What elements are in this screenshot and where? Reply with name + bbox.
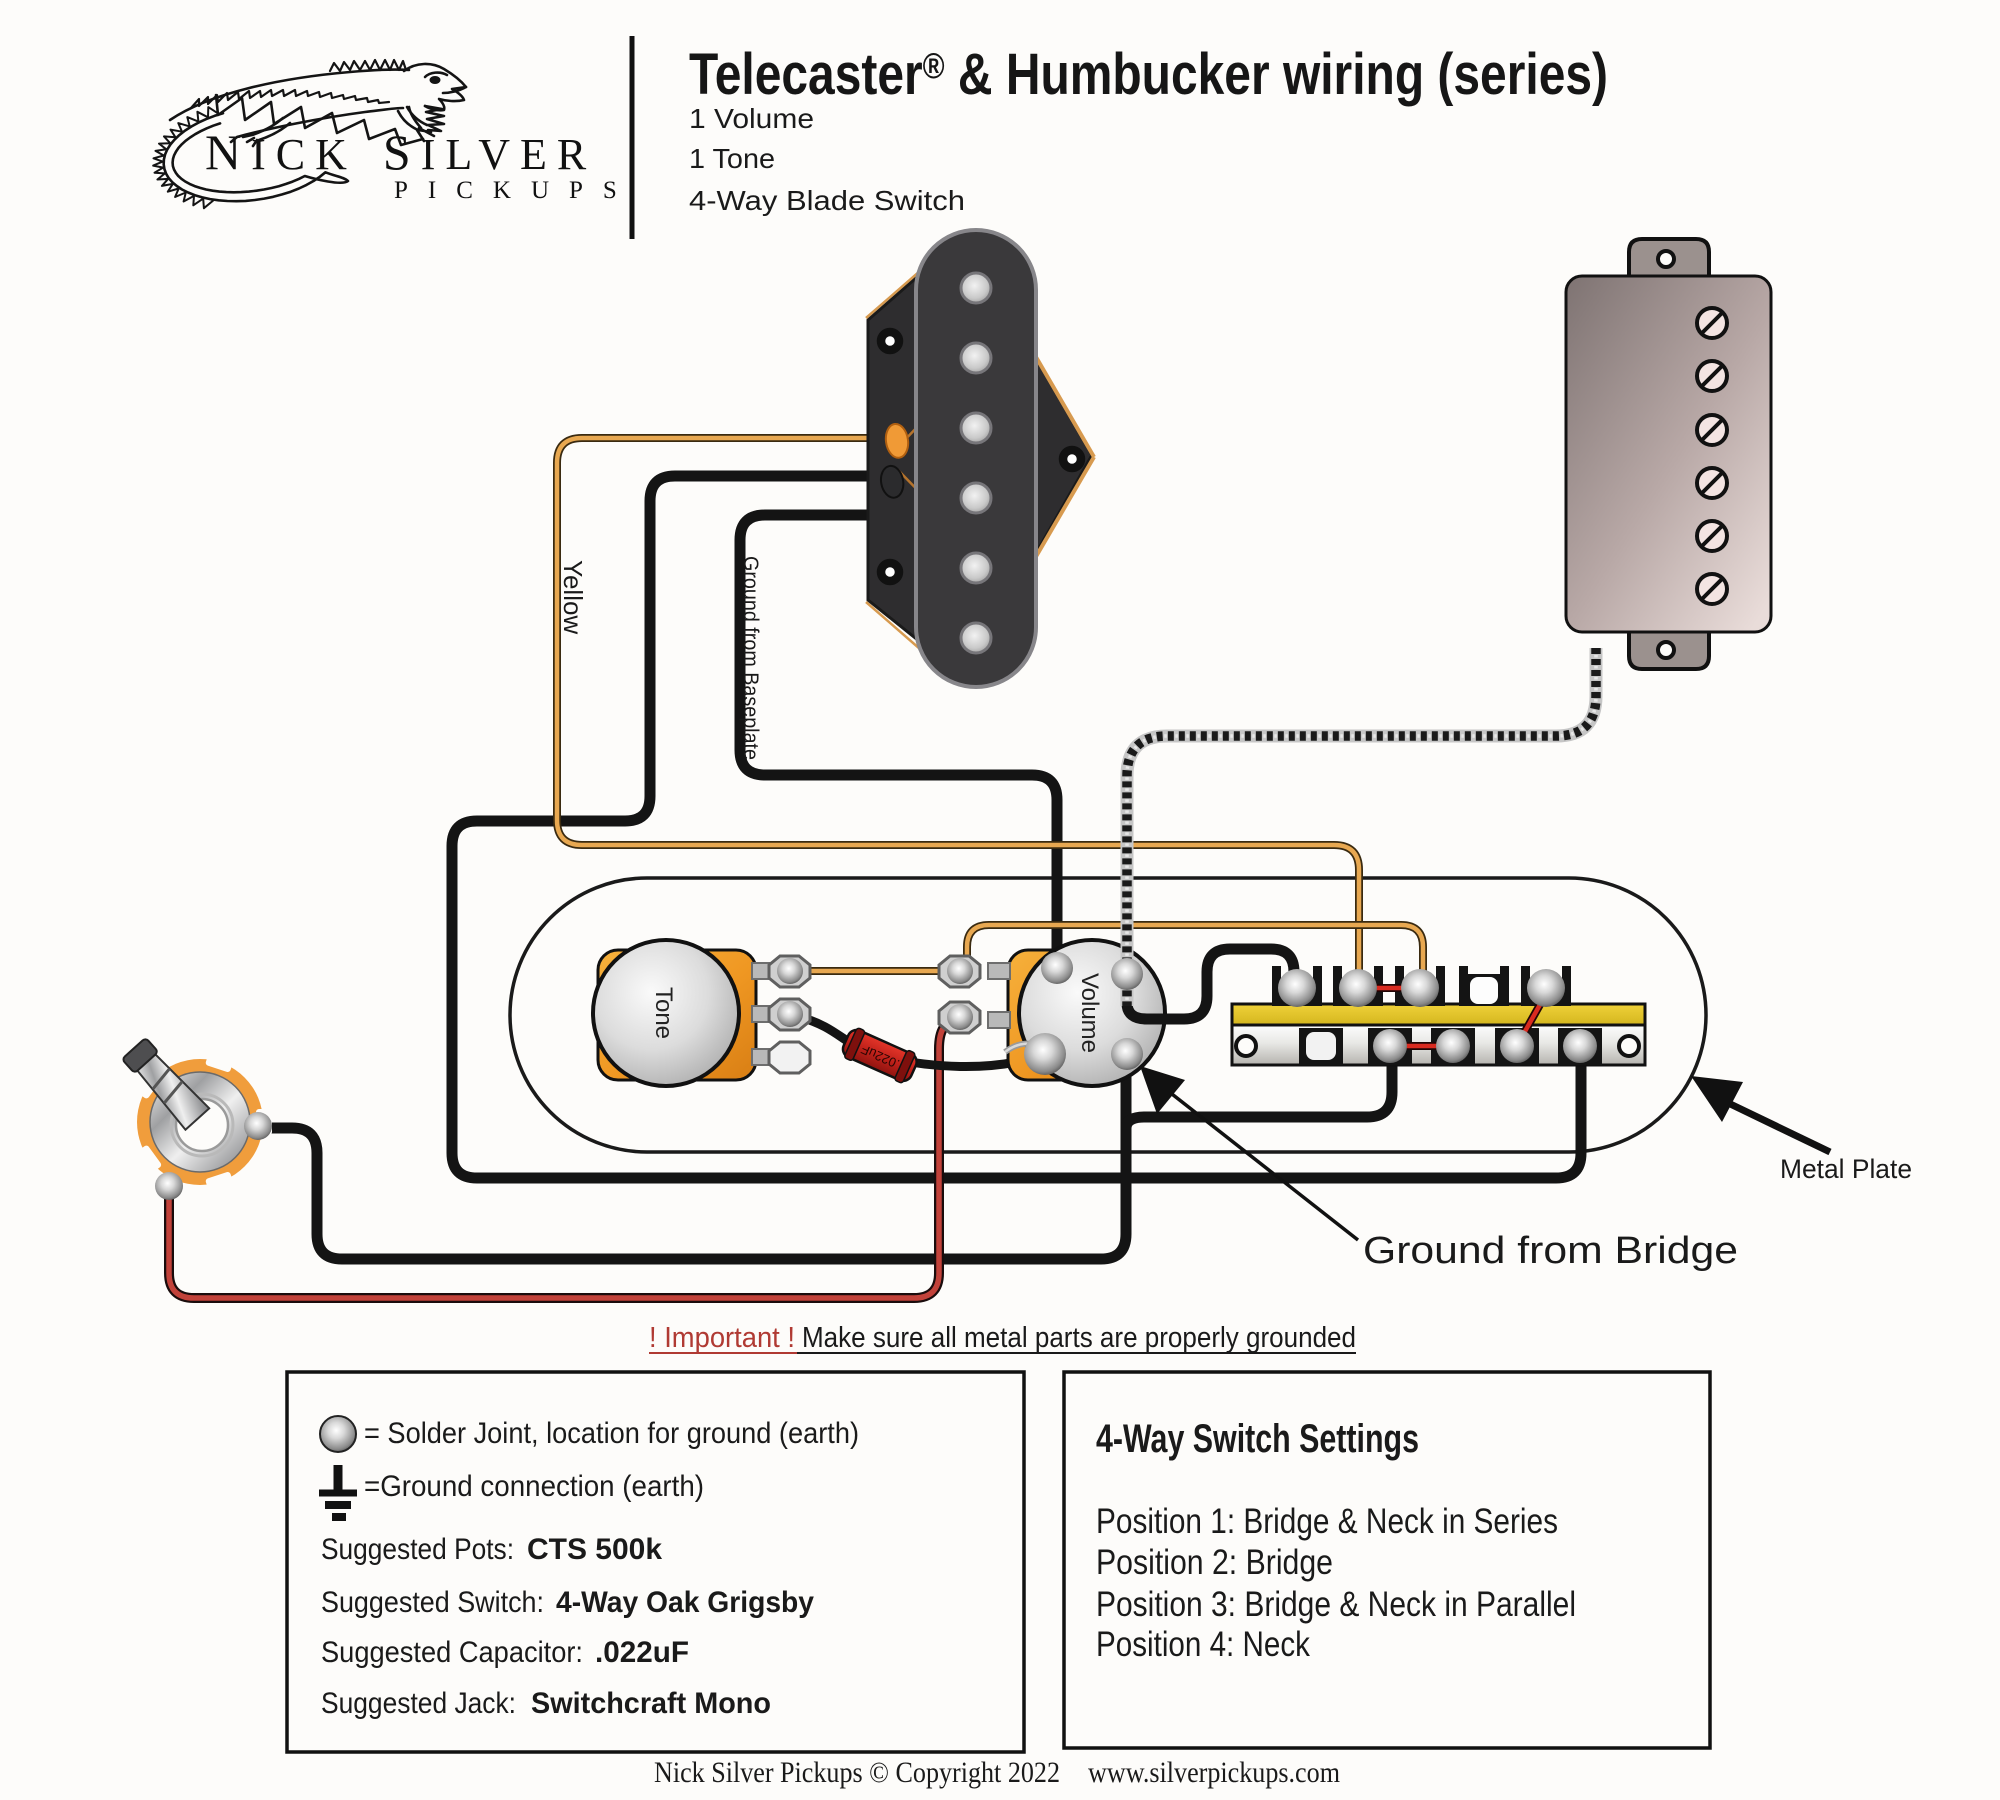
svg-text:Suggested Capacitor:: Suggested Capacitor: — [321, 1636, 583, 1669]
svg-text:= Solder Joint, location for g: = Solder Joint, location for ground (ear… — [364, 1417, 859, 1450]
svg-text:Volume: Volume — [1076, 973, 1103, 1053]
svg-text:Suggested Switch:: Suggested Switch: — [321, 1586, 544, 1619]
svg-text:Telecaster® & Humbucker wiring: Telecaster® & Humbucker wiring (series) — [689, 42, 1608, 107]
svg-text:Switchcraft Mono: Switchcraft Mono — [531, 1687, 771, 1720]
svg-text:4-Way Oak Grigsby: 4-Way Oak Grigsby — [556, 1586, 814, 1619]
svg-text:.022uF: .022uF — [595, 1636, 689, 1669]
svg-text:=Ground connection (earth): =Ground connection (earth) — [364, 1470, 704, 1503]
svg-text:Nick Silver Pickups © Copyrigh: Nick Silver Pickups © Copyright 2022 — [654, 1756, 1060, 1789]
svg-text:4-Way Switch Settings: 4-Way Switch Settings — [1096, 1417, 1419, 1461]
svg-text:PICKUPS: PICKUPS — [394, 177, 637, 204]
svg-text:CTS 500k: CTS 500k — [527, 1533, 662, 1566]
svg-text:www.silverpickups.com: www.silverpickups.com — [1088, 1756, 1340, 1789]
svg-text:Ground from Baseplate: Ground from Baseplate — [739, 556, 762, 760]
svg-text:Position 1: Bridge & Neck in S: Position 1: Bridge & Neck in Series — [1096, 1502, 1558, 1541]
svg-text:Position 4: Neck: Position 4: Neck — [1096, 1625, 1310, 1664]
svg-text:Yellow: Yellow — [558, 560, 588, 634]
svg-text:Make sure all metal parts are: Make sure all metal parts are properly g… — [802, 1322, 1356, 1354]
svg-text:! Important !: ! Important ! — [649, 1322, 795, 1354]
svg-text:Tone: Tone — [650, 987, 677, 1039]
svg-text:4-Way Blade Switch: 4-Way Blade Switch — [689, 185, 965, 216]
svg-text:Ground from Bridge: Ground from Bridge — [1363, 1230, 1738, 1272]
svg-text:Suggested Jack:: Suggested Jack: — [321, 1687, 516, 1720]
svg-text:Suggested Pots:: Suggested Pots: — [321, 1533, 514, 1566]
svg-text:Position 2: Bridge: Position 2: Bridge — [1096, 1543, 1333, 1582]
svg-text:1 Tone: 1 Tone — [689, 143, 775, 174]
svg-text:Metal Plate: Metal Plate — [1780, 1154, 1912, 1184]
svg-text:1 Volume: 1 Volume — [689, 103, 814, 134]
svg-text:Position 3: Bridge & Neck in P: Position 3: Bridge & Neck in Parallel — [1096, 1585, 1576, 1624]
